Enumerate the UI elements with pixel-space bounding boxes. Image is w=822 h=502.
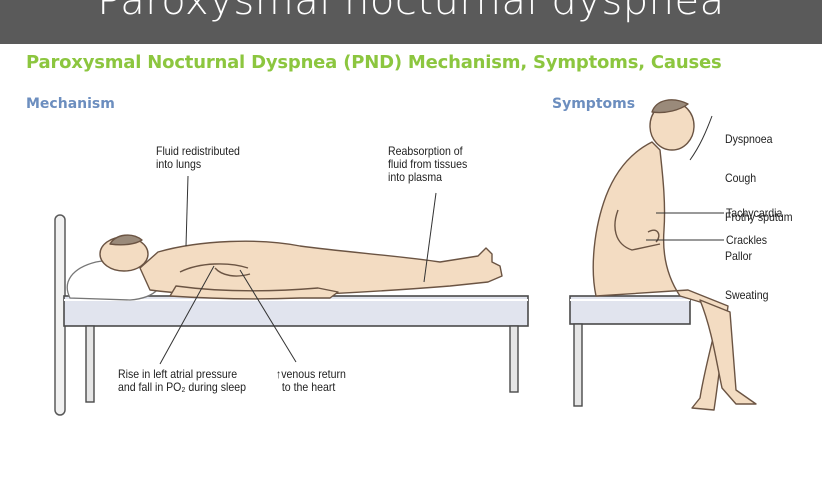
- lying-patient: [99, 234, 503, 300]
- symptom-crackles: Crackles: [726, 233, 768, 247]
- bed-illustration: [54, 214, 529, 416]
- symptom-dyspnoea: Dyspnoea: [725, 132, 773, 146]
- slide-title: Paroxysmal nocturnal dyspnea: [97, 0, 725, 24]
- bench-illustration: [569, 295, 691, 407]
- leader-lines-mechanism: [159, 175, 437, 365]
- figure-title: Paroxysmal Nocturnal Dyspnea (PND) Mecha…: [26, 52, 722, 73]
- symptoms-label: Symptoms: [552, 96, 636, 112]
- annotation-reabsorption: Reabsorption of fluid from tissues into …: [388, 144, 468, 184]
- symptom-cough: Cough: [725, 171, 757, 185]
- sitting-patient: [592, 99, 757, 411]
- symptom-tachycardia: Tachycardia: [726, 206, 783, 220]
- mechanism-label: Mechanism: [26, 96, 115, 112]
- symptom-frothy-sputum: Frothy sputum: [725, 210, 793, 224]
- symptom-pallor: Pallor: [725, 249, 753, 263]
- leader-lines-symptoms: [646, 115, 724, 241]
- symptom-list: Dyspnoea Cough Frothy sputum Pallor Swea…: [725, 107, 822, 315]
- symptom-sweating: Sweating: [725, 288, 769, 302]
- slide-header: Paroxysmal nocturnal dyspnea: [0, 0, 822, 44]
- annotation-venous-return: ↑venous return to the heart: [276, 367, 346, 394]
- annotation-fluid-redistributed: Fluid redistributed into lungs: [156, 144, 240, 171]
- annotation-rise-left-atrial: Rise in left atrial pressure and fall in…: [118, 367, 246, 394]
